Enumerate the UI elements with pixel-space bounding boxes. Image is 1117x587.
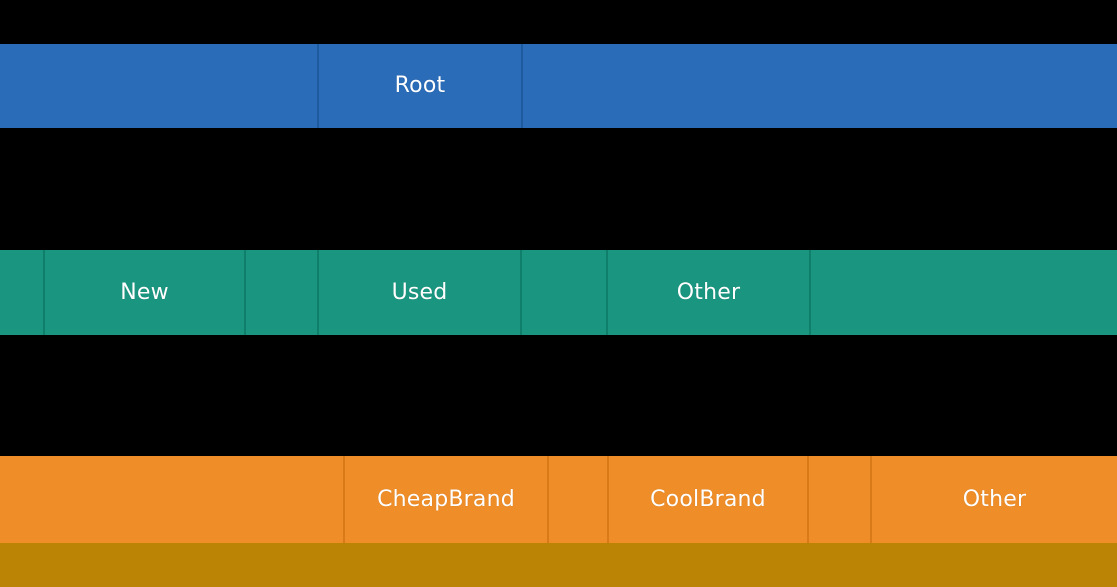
icicle-node[interactable] [0,456,344,543]
chart-level-brand: CheapBrand CoolBrand Other [0,456,1117,543]
node-label: Other [962,486,1027,512]
node-label: New [120,279,169,305]
icicle-node-cheapbrand[interactable]: CheapBrand [344,456,548,543]
icicle-node-other-category[interactable]: Other [607,250,810,335]
chart-level-leaf [0,543,1117,587]
icicle-node[interactable] [548,456,608,543]
node-label: CoolBrand [650,486,766,512]
icicle-node[interactable] [521,250,607,335]
node-label: Root [394,73,446,98]
icicle-node[interactable] [0,250,44,335]
icicle-node[interactable] [0,44,318,128]
icicle-node[interactable] [810,250,1117,335]
node-label: Used [391,279,448,305]
icicle-node[interactable] [808,456,871,543]
icicle-node-used[interactable]: Used [318,250,521,335]
chart-level-category: New Used Other [0,250,1117,335]
icicle-node[interactable] [245,250,318,335]
node-label: Other [676,279,741,305]
icicle-node-coolbrand[interactable]: CoolBrand [608,456,808,543]
icicle-node-other-brand[interactable]: Other [871,456,1117,543]
icicle-node-leaf[interactable] [0,543,1117,587]
chart-level-root: Root [0,44,1117,128]
icicle-node[interactable] [522,44,1117,128]
node-label: CheapBrand [377,486,515,512]
icicle-node-new[interactable]: New [44,250,245,335]
icicle-node-root[interactable]: Root [318,44,522,128]
